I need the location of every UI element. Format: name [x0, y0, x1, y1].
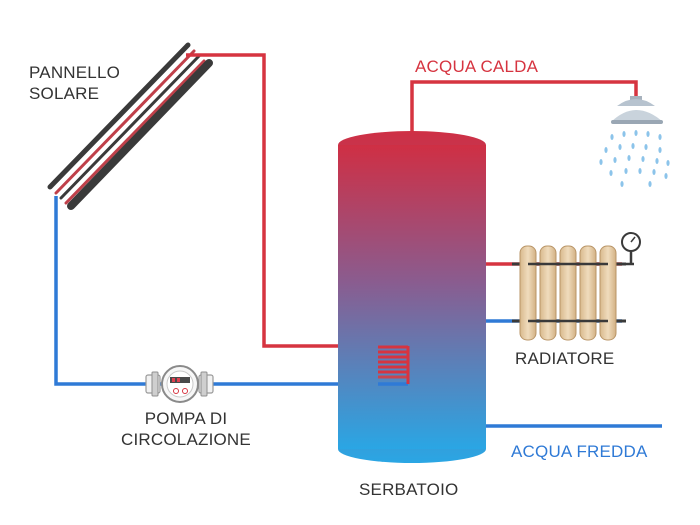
- pump-meter-icon: [145, 365, 214, 403]
- storage-tank: [338, 131, 486, 463]
- radiator-label: RADIATORE: [515, 349, 615, 368]
- shower-head-icon: [599, 96, 670, 187]
- pressure-gauge-icon: [621, 232, 641, 266]
- cold-water-label: ACQUA FREDDA: [511, 442, 648, 461]
- solar-panel-label: PANNELLO SOLARE: [29, 63, 121, 103]
- solar-panel: [47, 42, 213, 210]
- hot-circuit-pipe: [186, 53, 408, 348]
- tank-label: SERBATOIO: [359, 480, 459, 499]
- heat-exchanger-coil: [378, 345, 410, 386]
- cold-circuit-pipe: [54, 196, 408, 386]
- hot-water-label: ACQUA CALDA: [415, 57, 539, 76]
- radiator: [512, 245, 626, 341]
- hot-water-pipe: [410, 80, 638, 143]
- pump-label: POMPA DI CIRCOLAZIONE: [121, 409, 251, 449]
